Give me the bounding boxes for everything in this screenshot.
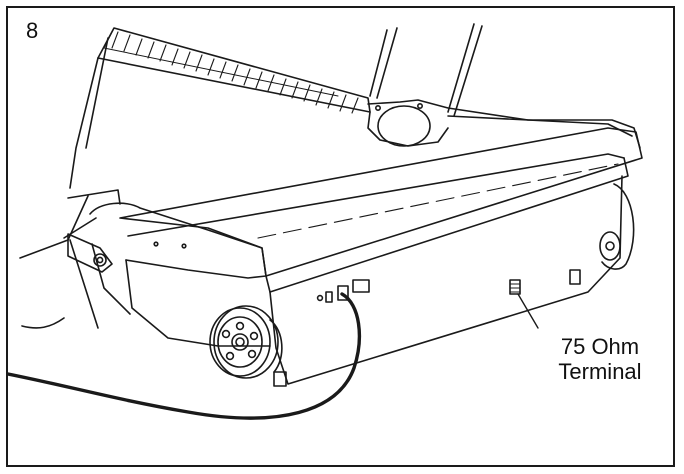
left-frame (19, 189, 121, 329)
instruction-frame: 8 75 Ohm Terminal (6, 6, 675, 467)
treadmill-illustration (8, 23, 643, 420)
callout-line-1: 75 Ohm (560, 334, 640, 359)
feet (273, 269, 581, 387)
belt-texture (111, 31, 359, 114)
callout-leader (517, 293, 539, 329)
roller-hood (367, 99, 641, 149)
end-cap (89, 202, 271, 347)
connector-panel (316, 279, 370, 303)
step-number: 8 (26, 18, 39, 43)
terminal-callout: 75 Ohm Terminal (536, 334, 664, 384)
terminal-75-ohm (509, 279, 521, 295)
front-wheel (209, 305, 283, 379)
upright-posts (369, 23, 483, 117)
cable (8, 292, 361, 420)
walking-deck (69, 27, 371, 189)
callout-line-2: Terminal (558, 359, 642, 384)
pivot-bracket (67, 233, 113, 273)
rear-wheel (599, 183, 635, 270)
